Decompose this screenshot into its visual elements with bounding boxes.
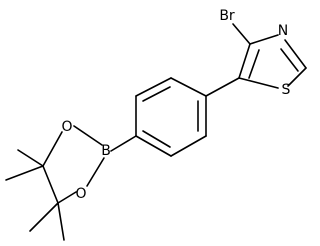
bond-o-lower-c — [57, 191, 77, 204]
bond-c2-s1 — [287, 67, 307, 87]
bromine-atom-label: Br — [219, 8, 235, 24]
bond-methyl-1 — [17, 149, 44, 167]
chemical-structure-canvas: Br N S B O O — [5, 8, 307, 241]
molecule-diagram: Br N S B O O — [5, 8, 307, 241]
bond-n3-c2-inner — [280, 48, 299, 72]
bond-c-c-ring — [42, 165, 59, 204]
oxygen-upper-atom-label: O — [61, 119, 72, 135]
bond-c4-c5-double — [248, 49, 260, 79]
bond-n3-c2-outer — [284, 39, 307, 69]
bond-c4-n3 — [249, 34, 279, 45]
bond-c4-br — [232, 23, 251, 45]
nitrogen-atom-label: N — [278, 23, 288, 39]
bond-s1-c5 — [238, 77, 279, 89]
bond-thiazole-phenyl — [205, 77, 240, 97]
bond-c4-c5-thiazole — [238, 43, 251, 79]
bond-o-upper-c — [42, 131, 63, 167]
bond-phenyl-2-3 — [135, 77, 172, 97]
bond-phenyl-5-6 — [170, 135, 207, 157]
bond-methyl-4 — [57, 202, 65, 241]
bond-phenyl-inner-a — [142, 86, 171, 102]
bond-phenyl-4-5 — [135, 135, 172, 157]
bond-methyl-2 — [5, 165, 44, 181]
bond-phenyl-boron — [110, 135, 137, 152]
bond-b-o-lower — [86, 157, 105, 187]
boron-atom-label: B — [101, 143, 111, 159]
sulfur-atom-label: S — [282, 82, 291, 98]
bond-phenyl-1-2 — [170, 77, 207, 97]
oxygen-lower-atom-label: O — [75, 186, 86, 202]
bond-b-o-upper — [73, 125, 103, 146]
bond-methyl-3 — [29, 202, 59, 232]
bond-phenyl-inner-c — [142, 130, 171, 148]
